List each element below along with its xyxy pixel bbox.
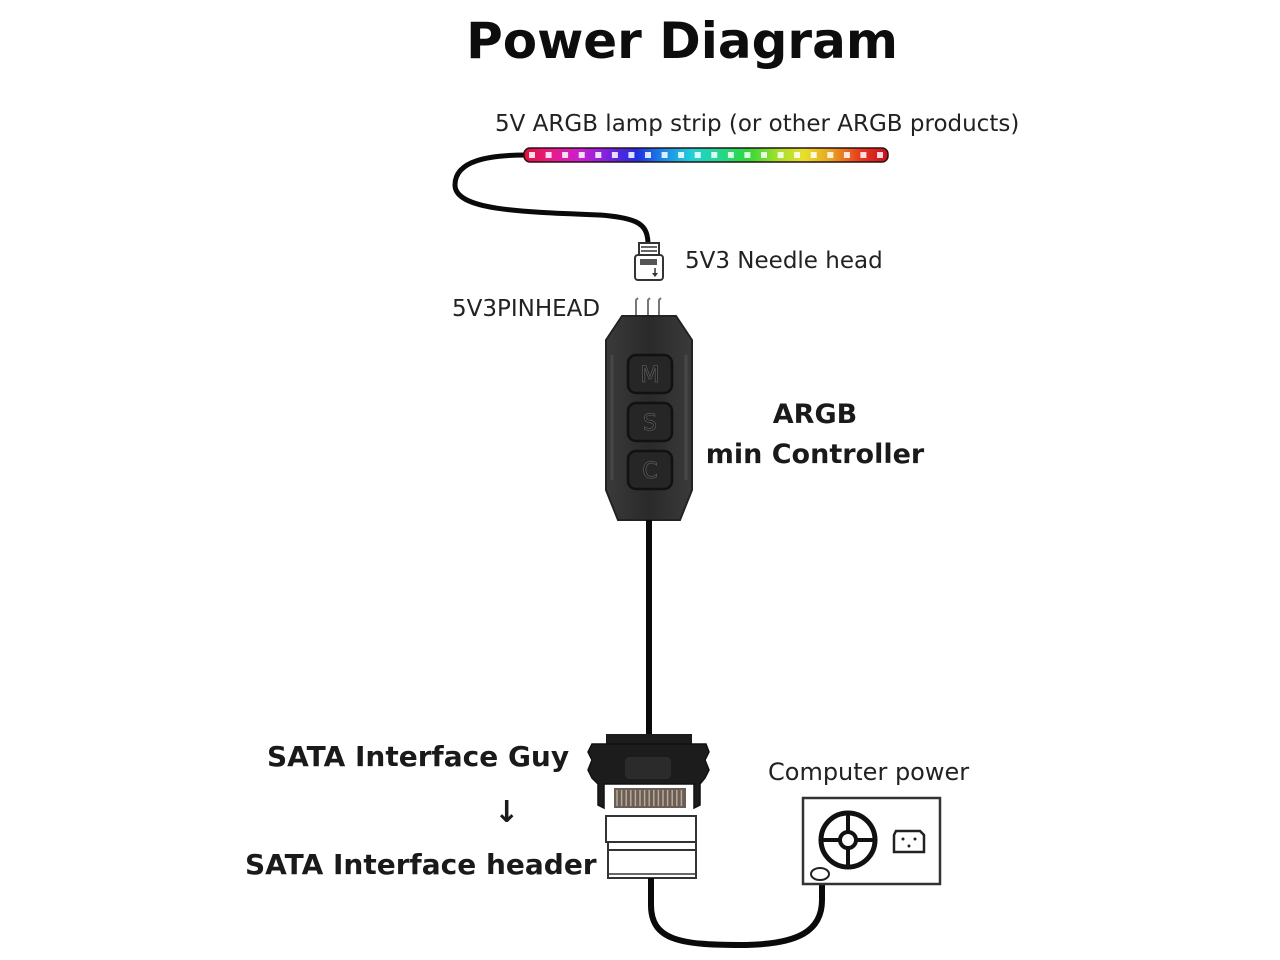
led-strip-label: 5V ARGB lamp strip (or other ARGB produc…	[495, 111, 1020, 137]
controller-label: ARGB min Controller	[700, 395, 930, 475]
led-dot	[694, 152, 701, 158]
led-dot	[877, 152, 883, 158]
led-dot	[562, 152, 569, 158]
computer-power-supply-icon	[801, 796, 942, 886]
led-dot	[843, 152, 850, 158]
pinhead-pins-icon	[635, 297, 662, 316]
psu-cable	[648, 872, 825, 949]
led-dot	[711, 152, 718, 158]
controller-button-s[interactable]: S	[626, 401, 674, 443]
led-dot	[678, 152, 685, 158]
down-arrow-icon: ↓	[494, 795, 520, 830]
sata-male-connector	[587, 734, 710, 810]
led-dot	[744, 152, 751, 158]
led-strip-body	[523, 147, 889, 163]
controller-button-c[interactable]: C	[626, 449, 674, 491]
needle-head-connector-icon	[634, 242, 664, 281]
strip-cable	[452, 152, 651, 248]
led-dot	[611, 152, 618, 158]
pinhead-label: 5V3PINHEAD	[452, 296, 601, 322]
led-dot	[578, 152, 585, 158]
controller-button-m[interactable]: M	[626, 353, 674, 395]
sata-pins	[616, 790, 683, 806]
needle-head-label: 5V3 Needle head	[685, 248, 883, 274]
led-strip	[523, 147, 889, 163]
argb-controller: MSC	[605, 315, 693, 521]
sata-header-label: SATA Interface header	[245, 848, 597, 881]
computer-power-label: Computer power	[768, 758, 970, 786]
led-dot	[794, 152, 801, 158]
led-dot	[628, 152, 635, 158]
sata-female-header	[605, 815, 697, 879]
controller-button-letter: C	[642, 459, 657, 484]
led-dot	[545, 152, 552, 158]
controller-label-line1: ARGB	[772, 399, 858, 430]
power-socket-icon	[892, 829, 926, 854]
led-dot	[661, 152, 668, 158]
led-dot	[761, 152, 767, 158]
sata-guy-label: SATA Interface Guy	[267, 740, 570, 773]
led-dot	[810, 152, 817, 158]
led-dot	[860, 152, 867, 158]
led-dot	[529, 152, 535, 158]
controller-buttons: MSC	[626, 353, 674, 491]
led-dot	[595, 152, 602, 158]
controller-button-letter: M	[641, 363, 660, 388]
diagram-title: Power Diagram	[466, 12, 898, 70]
led-dot	[727, 152, 734, 158]
led-dot	[777, 152, 784, 158]
led-dot	[827, 152, 834, 158]
controller-button-letter: S	[643, 411, 657, 436]
led-dot	[645, 152, 651, 158]
controller-label-line2: min Controller	[705, 439, 925, 470]
led-dots	[529, 152, 883, 158]
